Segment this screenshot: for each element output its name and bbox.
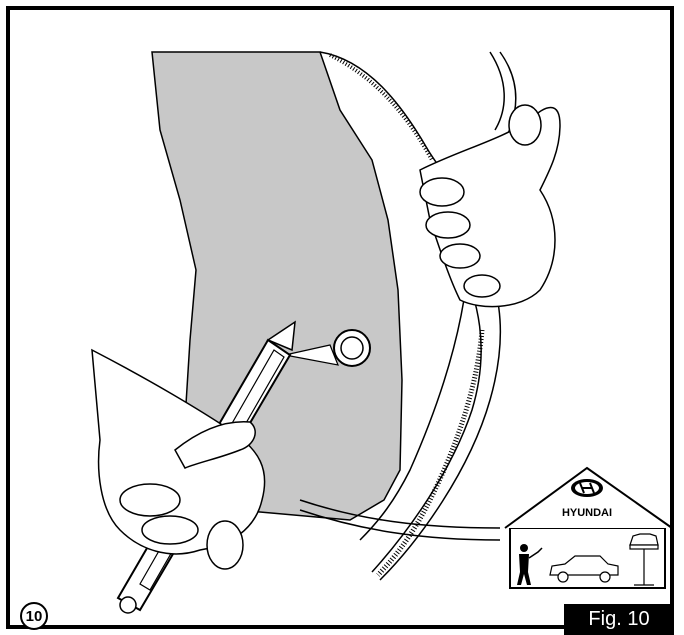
- figure-border: [6, 6, 674, 629]
- figure-label: Fig. 10: [564, 604, 674, 635]
- step-number-badge: 10: [20, 602, 48, 630]
